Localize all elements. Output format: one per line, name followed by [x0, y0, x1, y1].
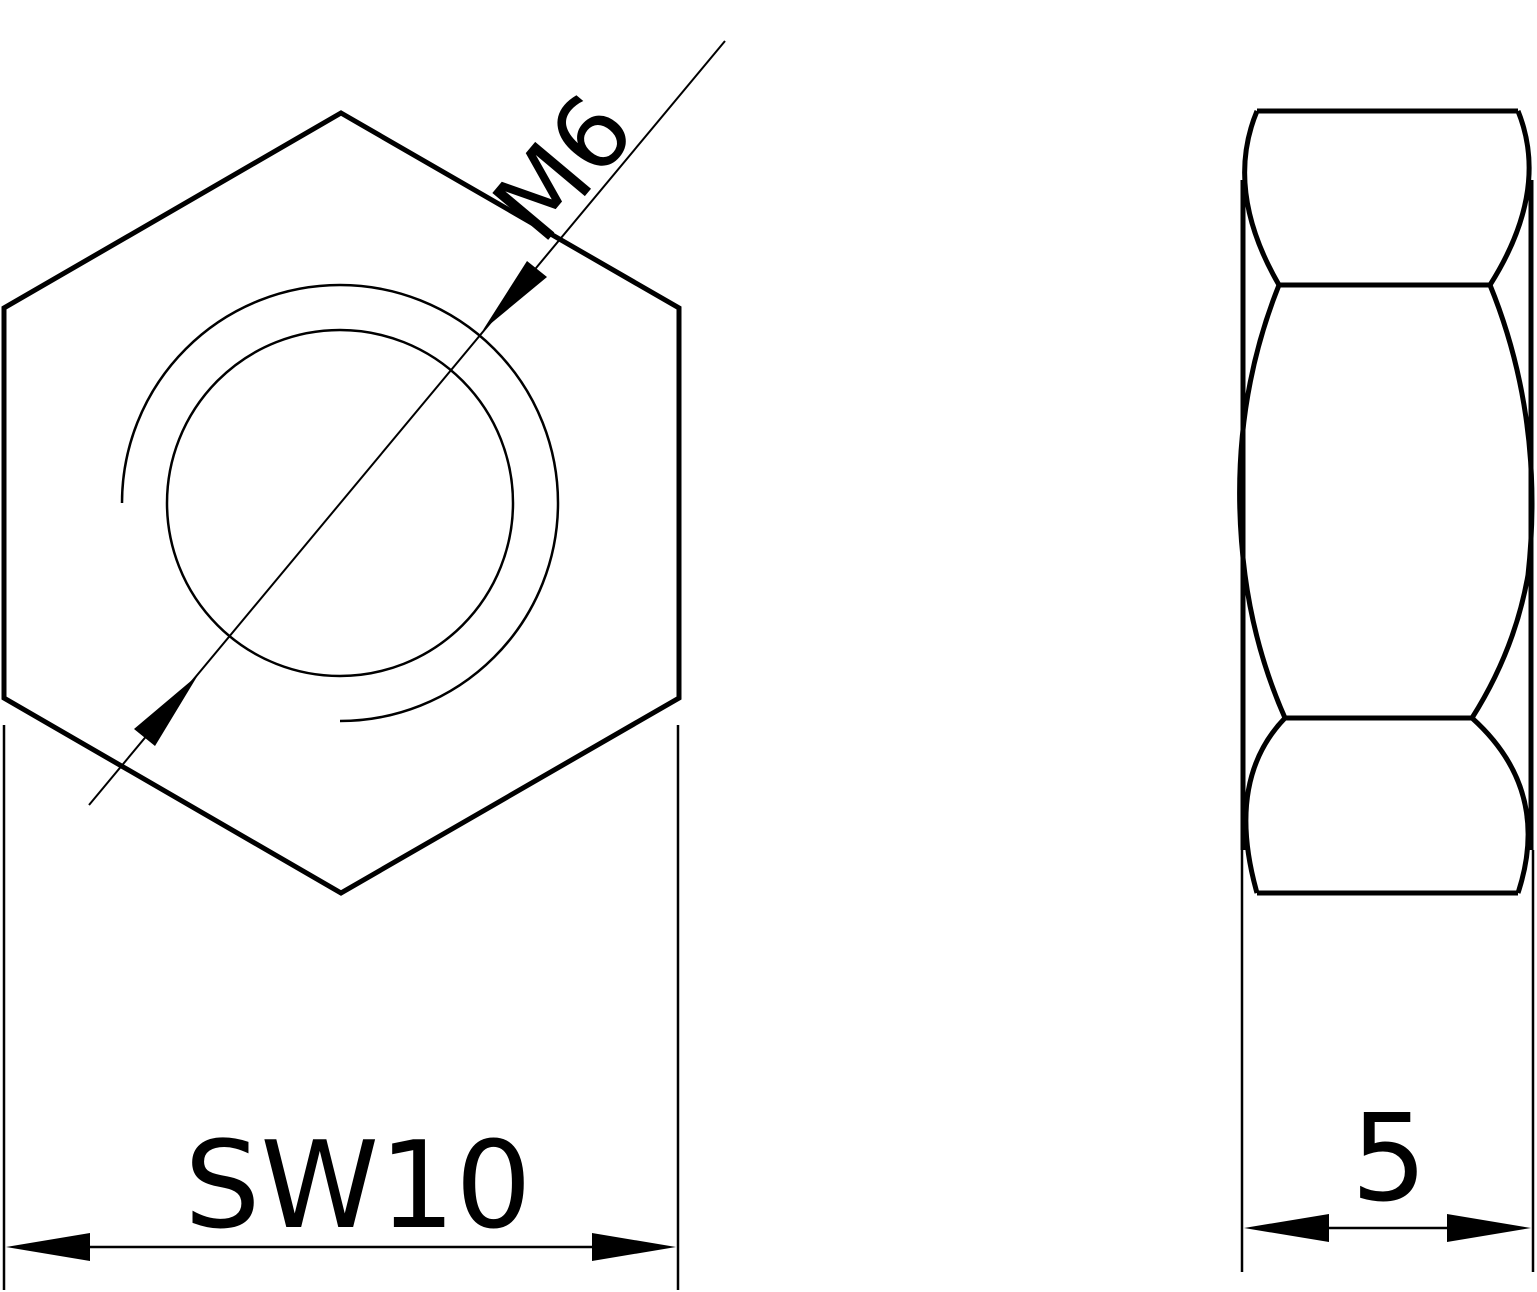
- m6-arrow-upper: [483, 261, 547, 330]
- sw-arrow-left: [6, 1233, 90, 1261]
- thickness-arrow-left: [1244, 1214, 1329, 1242]
- side-view: [1237, 108, 1535, 896]
- thread-minor-circle: [165, 328, 515, 678]
- sw-arrow-right: [592, 1233, 676, 1261]
- side-bottom-chamfer-right: [1470, 716, 1531, 894]
- thread-major-arc: [120, 283, 560, 723]
- side-top-chamfer-right: [1487, 110, 1532, 287]
- m6-arrow-lower: [134, 675, 198, 746]
- thickness-dimension: 5: [1240, 850, 1535, 1272]
- thread-size-label: M6: [471, 73, 657, 263]
- front-view: M6 SW10: [1, 40, 726, 1290]
- hexagon-outline: [1, 110, 682, 896]
- side-middle-right-arc: [1469, 284, 1535, 720]
- side-middle-left-arc: [1237, 284, 1288, 720]
- thickness-label: 5: [1351, 1090, 1427, 1229]
- side-top-chamfer-left: [1242, 110, 1282, 287]
- width-across-flats-label: SW10: [184, 1117, 532, 1256]
- side-bottom-chamfer-left: [1243, 716, 1287, 894]
- thickness-arrow-right: [1447, 1214, 1531, 1242]
